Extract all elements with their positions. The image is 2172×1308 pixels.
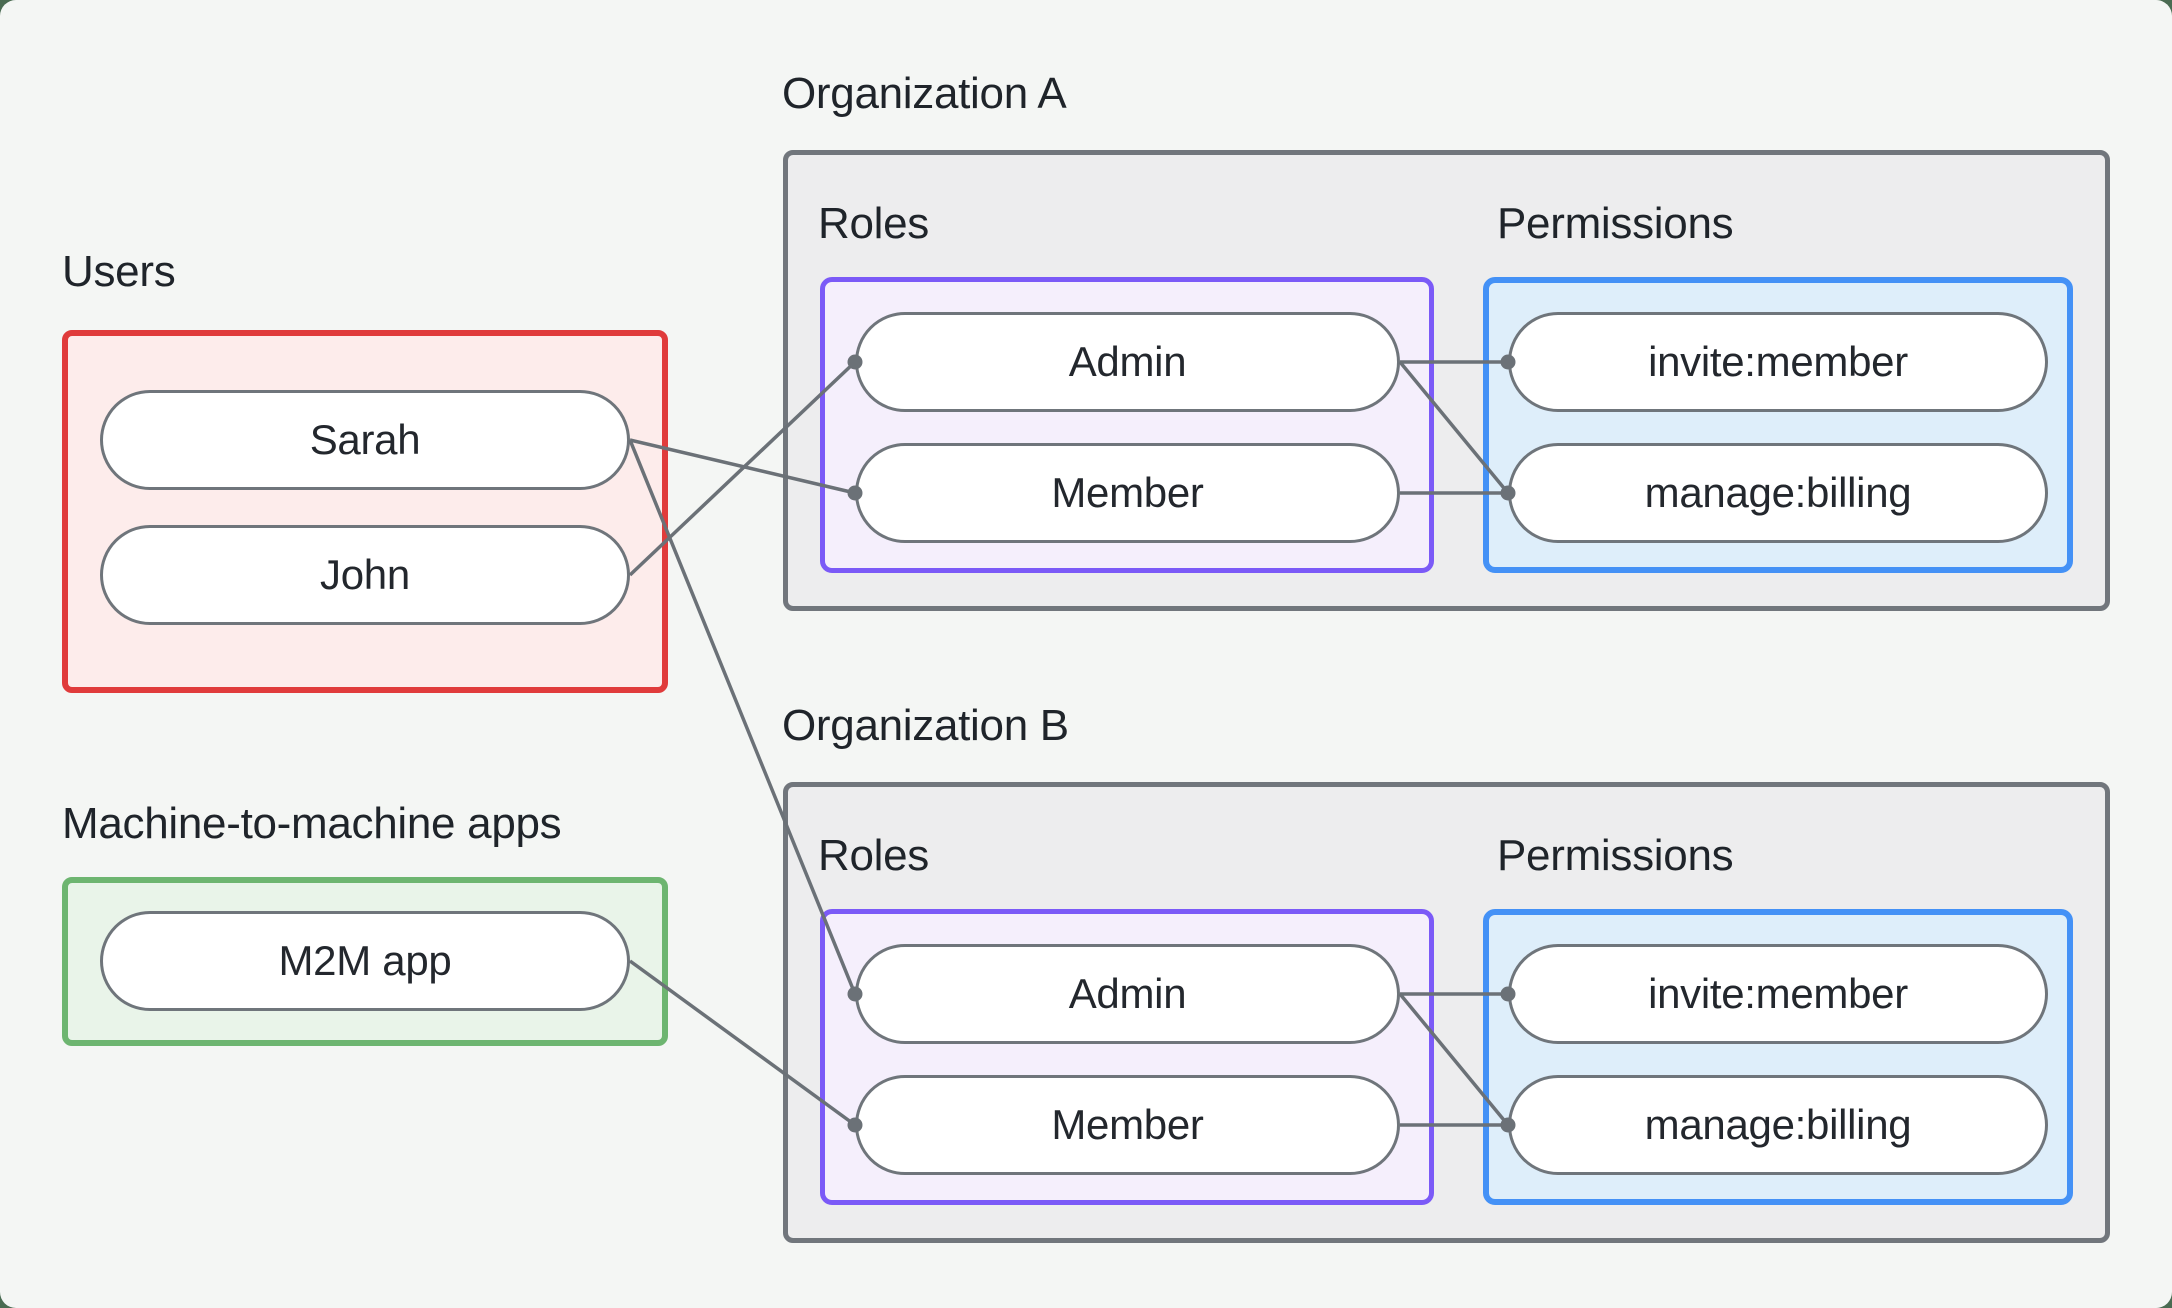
organization-a-permissions-label: Permissions — [1497, 199, 1734, 248]
user-node-john: John — [100, 525, 630, 625]
user-node-sarah: Sarah — [100, 390, 630, 490]
organization-a-title: Organization A — [782, 69, 1067, 118]
org-a-permission-invite-member: invite:member — [1508, 312, 2048, 412]
org-b-permission-invite-member: invite:member — [1508, 944, 2048, 1044]
organization-b-permissions-label: Permissions — [1497, 831, 1734, 880]
org-b-role-member: Member — [855, 1075, 1400, 1175]
m2m-app-node: M2M app — [100, 911, 630, 1011]
organization-a-roles-label: Roles — [818, 199, 929, 248]
users-section-label: Users — [62, 247, 176, 296]
organization-b-roles-label: Roles — [818, 831, 929, 880]
org-a-permission-manage-billing: manage:billing — [1508, 443, 2048, 543]
users-group-box — [62, 330, 668, 693]
org-a-role-admin: Admin — [855, 312, 1400, 412]
org-b-permission-manage-billing: manage:billing — [1508, 1075, 2048, 1175]
org-b-role-admin: Admin — [855, 944, 1400, 1044]
m2m-section-label: Machine-to-machine apps — [62, 799, 562, 848]
org-a-role-member: Member — [855, 443, 1400, 543]
organization-b-title: Organization B — [782, 701, 1069, 750]
